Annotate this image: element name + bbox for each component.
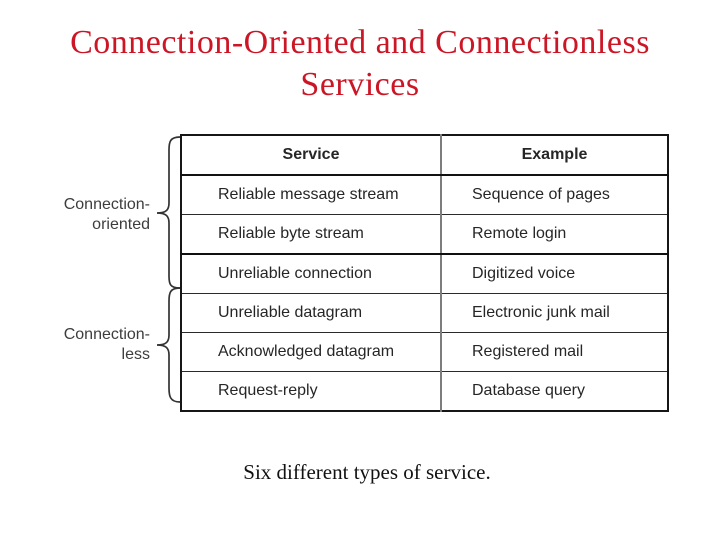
table-row: Request-reply Database query [181,371,668,411]
slide-title-line2: Services [300,66,420,103]
slide-title: Connection-Oriented and Connectionless S… [0,22,720,106]
service-cell: Request-reply [181,371,442,411]
table-row: Acknowledged datagram Registered mail [181,332,668,372]
example-cell: Electronic junk mail [441,293,668,333]
column-header-example: Example [441,135,668,176]
figure-caption: Six different types of service. [243,460,491,484]
group-label-line: Connection- [63,326,150,343]
service-cell: Unreliable connection [181,254,442,294]
service-cell: Reliable message stream [181,175,442,215]
service-table: Service Example Reliable message stream … [180,134,669,412]
service-cell: Reliable byte stream [181,214,442,255]
group-label-line: Connection- [63,196,150,213]
example-cell: Database query [441,371,668,411]
example-cell: Registered mail [441,332,668,372]
group-label-connection-oriented: Connection- oriented [0,195,150,235]
example-cell: Digitized voice [441,254,668,294]
group-label-connectionless: Connection- less [0,325,150,365]
table-row: Reliable byte stream Remote login [181,214,668,255]
brace-connectionless [156,287,181,403]
table-row: Unreliable connection Digitized voice [181,254,668,294]
service-cell: Unreliable datagram [181,293,442,333]
column-header-service: Service [181,135,442,176]
example-cell: Remote login [441,214,668,255]
example-cell: Sequence of pages [441,175,668,215]
group-label-line: oriented [92,216,150,233]
table-row: Unreliable datagram Electronic junk mail [181,293,668,333]
group-label-line: less [121,346,150,363]
service-cell: Acknowledged datagram [181,332,442,372]
brace-connection-oriented [156,136,181,289]
table-header-row: Service Example [181,135,668,176]
slide-title-line1: Connection-Oriented and Connectionless [70,24,650,61]
group-braces [156,136,181,403]
table-row: Reliable message stream Sequence of page… [181,175,668,215]
